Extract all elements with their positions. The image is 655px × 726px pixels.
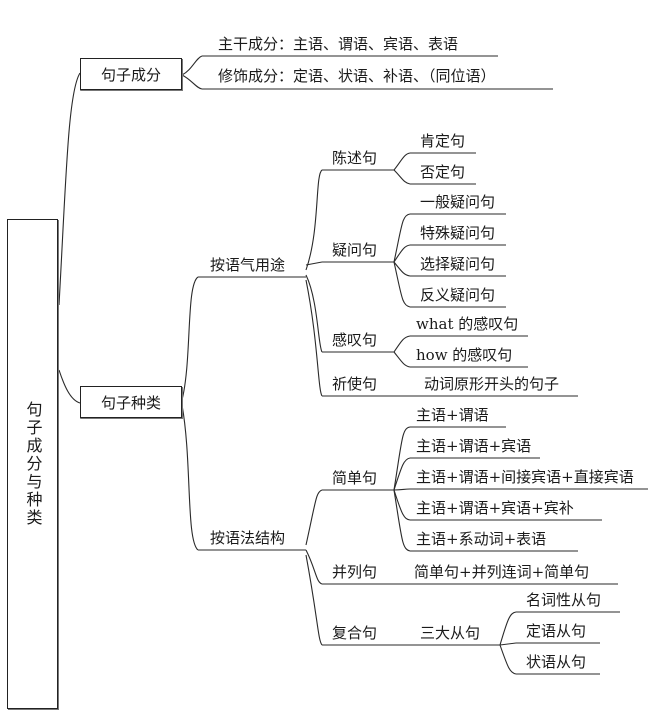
by-grammar-label: 按语法结构 xyxy=(210,529,286,547)
list-item: 名词性从句 xyxy=(526,591,602,609)
connector xyxy=(393,426,411,491)
connector xyxy=(393,213,411,263)
connector xyxy=(499,644,517,675)
connector xyxy=(393,261,411,308)
components-modifier: 修饰成分：定语、状语、补语、（同位语） xyxy=(218,67,496,85)
connector xyxy=(499,611,517,646)
list-item: 主语+谓语+间接宾语+直接宾语 xyxy=(416,468,634,486)
connector xyxy=(305,549,323,585)
imperative-desc: 动词原形开头的句子 xyxy=(424,375,560,393)
connector xyxy=(181,74,203,90)
connector xyxy=(305,274,323,353)
list-item: what 的感叹句 xyxy=(416,315,519,333)
components-node: 句子成分 xyxy=(80,58,182,90)
connector xyxy=(393,244,411,263)
components-label: 句子成分 xyxy=(100,65,161,84)
by-mood-label: 按语气用途 xyxy=(210,256,286,274)
list-item: 主语+系动词+表语 xyxy=(416,530,547,548)
declarative-label: 陈述句 xyxy=(332,149,378,167)
connector xyxy=(393,169,411,185)
simple-label: 简单句 xyxy=(332,469,378,487)
complex-label: 复合句 xyxy=(332,624,378,642)
interrogative-label: 疑问句 xyxy=(332,241,378,259)
connector xyxy=(393,457,411,491)
connector xyxy=(58,72,81,306)
compound-desc: 简单句+并列连词+简单句 xyxy=(414,563,590,581)
connector xyxy=(305,279,323,397)
list-item: 特殊疑问句 xyxy=(420,224,496,242)
connector xyxy=(181,404,199,551)
connector xyxy=(58,369,81,404)
types-label: 句子种类 xyxy=(100,393,161,412)
connector xyxy=(305,169,323,271)
root-node: 句子成分与种类 xyxy=(7,219,58,709)
imperative-label: 祈使句 xyxy=(332,375,378,393)
list-item: how 的感叹句 xyxy=(416,346,513,364)
connector xyxy=(181,55,203,76)
connector xyxy=(393,489,411,552)
connector xyxy=(181,276,199,401)
list-item: 肯定句 xyxy=(420,132,466,150)
list-item: 一般疑问句 xyxy=(420,193,496,211)
list-item: 选择疑问句 xyxy=(420,255,496,273)
connector xyxy=(393,261,411,277)
connector xyxy=(393,351,411,368)
connector xyxy=(499,642,517,646)
list-item: 否定句 xyxy=(420,163,466,181)
connector xyxy=(305,554,323,646)
complex-sub-label: 三大从句 xyxy=(420,624,481,642)
connector xyxy=(393,152,411,171)
connector xyxy=(393,488,411,491)
components-main: 主干成分：主语、谓语、宾语、表语 xyxy=(218,35,459,53)
list-item: 主语+谓语+宾语 xyxy=(416,437,532,455)
list-item: 主语+谓语 xyxy=(416,406,489,424)
list-item: 主语+谓语+宾语+宾补 xyxy=(416,499,574,517)
compound-label: 并列句 xyxy=(332,563,378,581)
connector xyxy=(393,489,411,521)
list-item: 状语从句 xyxy=(526,653,587,671)
types-node: 句子种类 xyxy=(80,386,182,418)
connector xyxy=(305,489,323,546)
root-label: 句子成分与种类 xyxy=(23,401,43,527)
connector xyxy=(393,335,411,353)
exclamatory-label: 感叹句 xyxy=(332,331,378,349)
list-item: 定语从句 xyxy=(526,622,587,640)
connector xyxy=(305,261,323,266)
list-item: 反义疑问句 xyxy=(420,286,496,304)
